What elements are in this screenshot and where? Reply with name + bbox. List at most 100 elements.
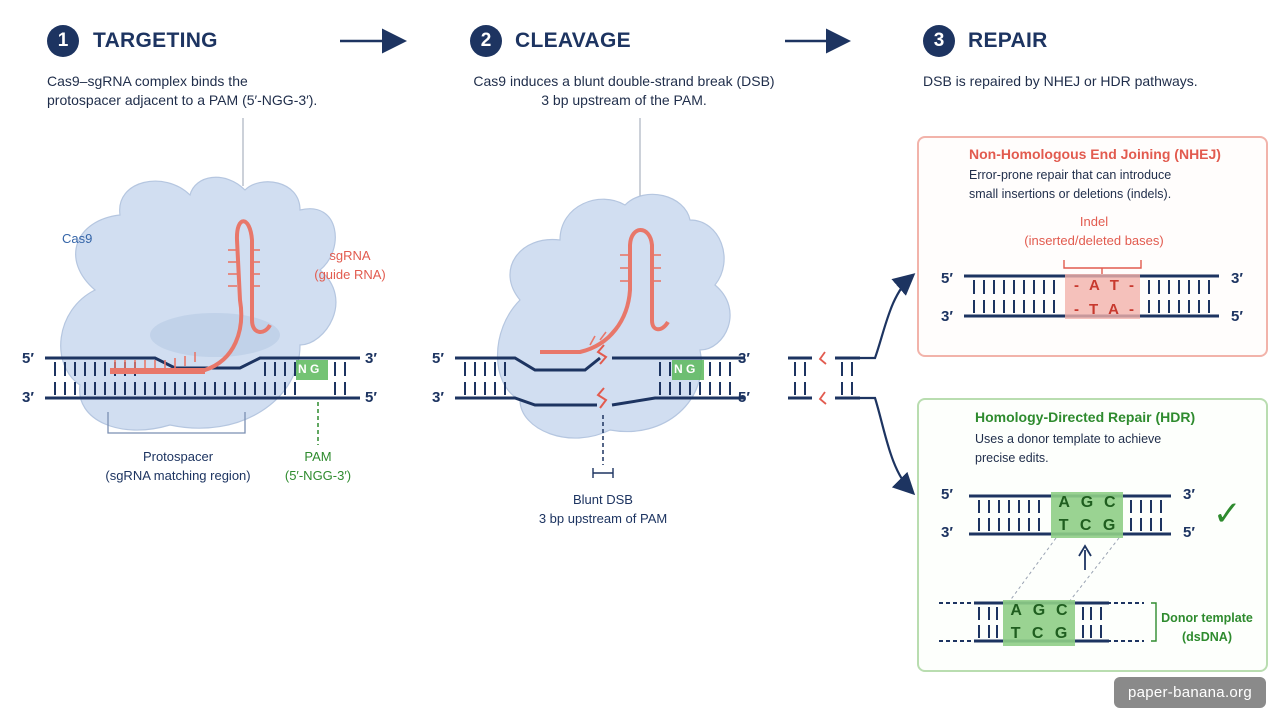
hdr-bottom-bases: T C G bbox=[1053, 517, 1121, 535]
donor-top-base: C bbox=[1056, 602, 1068, 619]
donor-bottom-bases: T C G bbox=[1005, 625, 1073, 643]
watermark-badge: paper-banana.org bbox=[1113, 677, 1266, 708]
indel-label-line-1: Indel bbox=[1079, 214, 1109, 229]
break-mark-bottom bbox=[596, 387, 608, 409]
nhej-top-base: - bbox=[1128, 277, 1134, 294]
hdr-top-bases: A G C bbox=[1053, 494, 1121, 512]
donor-template-line-2: (dsDNA) bbox=[1182, 630, 1232, 644]
pam-seq-1: N G bbox=[298, 362, 320, 376]
break-mark-top bbox=[596, 344, 608, 365]
dsb-label: Blunt DSB 3 bp upstream of PAM bbox=[503, 490, 703, 528]
nhej-body-line-1: Error-prone repair that can introduce bbox=[969, 168, 1172, 182]
indel-label-line-2: (inserted/deleted bases) bbox=[1024, 233, 1164, 248]
nhej-bottom-bases: - T A - bbox=[1069, 301, 1139, 318]
pam-label-line-2: (5′-NGG-3′) bbox=[284, 468, 352, 483]
step-2-desc: Cas9 induces a blunt double-strand break… bbox=[464, 72, 784, 110]
success-check-icon: ✓ bbox=[1213, 495, 1242, 533]
nhej-top-base: A bbox=[1088, 277, 1100, 294]
donor-top-base: A bbox=[1010, 602, 1022, 619]
step-2-badge: 2 bbox=[470, 25, 502, 57]
hdr-bottom-base: T bbox=[1058, 517, 1069, 534]
sgrna-label: sgRNA (guide RNA) bbox=[305, 246, 395, 284]
cas9-cloud-2 bbox=[496, 193, 731, 439]
pam-label: PAM (5′-NGG-3′) bbox=[273, 447, 363, 485]
p1-top-5prime: 5′ bbox=[22, 350, 34, 367]
nhej-top-base: - bbox=[1073, 277, 1079, 294]
cas9-cloud-1 bbox=[60, 176, 337, 431]
pam-highlight-2 bbox=[672, 360, 704, 380]
hdr-top-5prime: 5′ bbox=[941, 486, 953, 503]
nhej-top-5prime: 5′ bbox=[941, 270, 953, 287]
p1-top-3prime: 3′ bbox=[365, 350, 377, 367]
donor-template-line-1: Donor template bbox=[1161, 611, 1253, 625]
nhej-body: Error-prone repair that can introduce sm… bbox=[969, 166, 1171, 204]
pam-label-line-1: PAM bbox=[304, 449, 332, 464]
hdr-dna bbox=[939, 492, 1171, 646]
step-3-badge: 3 bbox=[923, 25, 955, 57]
donor-bottom-base: T bbox=[1010, 625, 1021, 642]
break-zig-1 bbox=[818, 351, 827, 365]
hdr-bottom-3prime: 3′ bbox=[941, 524, 953, 541]
break-zig-2 bbox=[818, 391, 827, 405]
pam-seq-2: N G bbox=[674, 362, 696, 376]
step-1-desc-line-2: protospacer adjacent to a PAM (5′-NGG-3′… bbox=[47, 92, 318, 108]
hdr-body: Uses a donor template to achieve precise… bbox=[975, 430, 1161, 468]
donor-top-base: G bbox=[1032, 602, 1046, 619]
dna-duplex-2 bbox=[455, 356, 745, 407]
hdr-bottom-base: G bbox=[1102, 517, 1116, 534]
dsb-3bp-marker bbox=[592, 468, 614, 478]
step-1-badge: 1 bbox=[47, 25, 79, 57]
nhej-bottom-base: - bbox=[1128, 301, 1134, 318]
pam-highlight-1 bbox=[296, 360, 328, 380]
protospacer-label: Protospacer (sgRNA matching region) bbox=[88, 447, 268, 485]
arrow-to-hdr bbox=[860, 396, 916, 496]
nhej-title: Non-Homologous End Joining (NHEJ) bbox=[969, 146, 1221, 162]
p2-bottom-5prime: 5′ bbox=[738, 389, 750, 406]
nhej-bottom-base: A bbox=[1108, 301, 1119, 318]
hdr-title: Homology-Directed Repair (HDR) bbox=[975, 409, 1196, 425]
cas9-label: Cas9 bbox=[62, 231, 93, 246]
indel-label: Indel (inserted/deleted bases) bbox=[1014, 212, 1174, 250]
step-1-desc: Cas9–sgRNA complex binds the protospacer… bbox=[47, 72, 317, 110]
nhej-box: Non-Homologous End Joining (NHEJ) Error-… bbox=[917, 136, 1268, 357]
arrow-to-nhej bbox=[860, 273, 916, 360]
hdr-body-line-1: Uses a donor template to achieve bbox=[975, 432, 1162, 446]
step-2-title: CLEAVAGE bbox=[515, 29, 631, 52]
p1-bottom-5prime: 5′ bbox=[365, 389, 377, 406]
nhej-top-base: T bbox=[1109, 277, 1119, 294]
p2-bottom-3prime: 3′ bbox=[432, 389, 444, 406]
nhej-bottom-5prime: 5′ bbox=[1231, 308, 1243, 325]
protospacer-label-line-1: Protospacer bbox=[142, 449, 214, 464]
step-1-desc-line-1: Cas9–sgRNA complex binds the bbox=[47, 73, 248, 89]
nhej-body-line-2: small insertions or deletions (indels). bbox=[969, 187, 1172, 201]
nhej-top-3prime: 3′ bbox=[1231, 270, 1243, 287]
nhej-top-bases: - A T - bbox=[1069, 277, 1139, 294]
hdr-box: Homology-Directed Repair (HDR) Uses a do… bbox=[917, 398, 1268, 672]
step-1-title: TARGETING bbox=[93, 29, 218, 52]
broken-ends bbox=[788, 356, 860, 400]
donor-bottom-base: G bbox=[1054, 625, 1068, 642]
hdr-top-3prime: 3′ bbox=[1183, 486, 1195, 503]
dsb-label-line-1: Blunt DSB bbox=[573, 492, 633, 507]
p1-bottom-3prime: 3′ bbox=[22, 389, 34, 406]
step-2-desc-line-1: Cas9 induces a blunt double-strand break… bbox=[473, 73, 775, 89]
sgrna-label-line-2: (guide RNA) bbox=[314, 267, 386, 282]
protospacer-label-line-2: (sgRNA matching region) bbox=[105, 468, 251, 483]
hdr-top-base: A bbox=[1058, 494, 1070, 511]
p2-top-5prime: 5′ bbox=[432, 350, 444, 367]
sgrna-label-line-1: sgRNA bbox=[329, 248, 371, 263]
donor-top-bases: A G C bbox=[1005, 602, 1073, 620]
donor-template-label: Donor template (dsDNA) bbox=[1157, 609, 1257, 647]
hdr-body-line-2: precise edits. bbox=[975, 451, 1049, 465]
p2-top-3prime: 3′ bbox=[738, 350, 750, 367]
step-2-desc-line-2: 3 bp upstream of the PAM. bbox=[541, 92, 707, 108]
donor-bottom-base: C bbox=[1031, 625, 1044, 642]
protospacer-bracket bbox=[107, 412, 246, 434]
hdr-bottom-5prime: 5′ bbox=[1183, 524, 1195, 541]
nhej-bottom-base: - bbox=[1073, 301, 1079, 318]
nhej-bottom-base: T bbox=[1088, 301, 1099, 318]
hdr-top-base: G bbox=[1080, 494, 1094, 511]
step-3-title: REPAIR bbox=[968, 29, 1048, 52]
hdr-top-base: C bbox=[1104, 494, 1116, 511]
